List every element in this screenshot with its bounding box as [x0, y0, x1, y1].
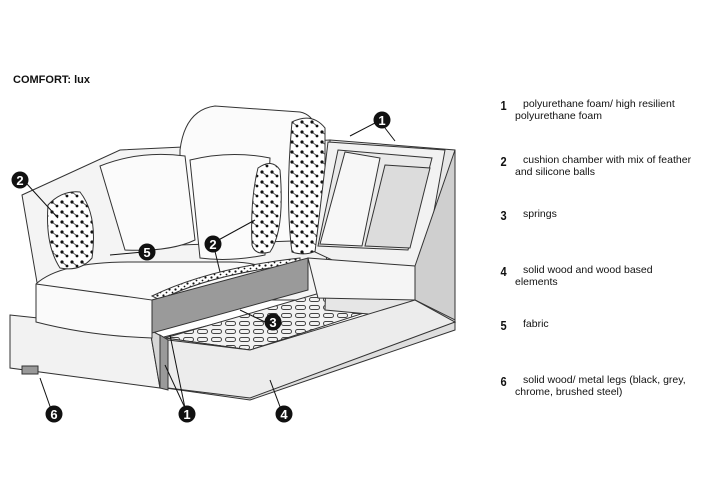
- legend-number: 5: [500, 318, 507, 333]
- legend-number: 1: [500, 98, 507, 113]
- legend-number: 4: [500, 264, 507, 279]
- legend-item-1: 1 polyurethane foam/ high resilient poly…: [500, 98, 695, 122]
- marker-2-left: 2: [11, 171, 29, 189]
- marker-5: 5: [138, 243, 156, 261]
- svg-text:4: 4: [280, 407, 288, 422]
- marker-2-center: 2: [204, 235, 222, 253]
- legend-item-4: 4 solid wood and wood based elements: [500, 264, 695, 288]
- marker-6: 6: [45, 405, 63, 423]
- marker-1-top: 1: [373, 111, 391, 129]
- legend-item-2: 2 cushion chamber with mix of feather an…: [500, 154, 695, 178]
- legend-text: solid wood and wood based elements: [515, 264, 653, 288]
- svg-text:6: 6: [50, 407, 57, 422]
- legend-number: 6: [500, 374, 507, 389]
- foam-patterned-parts: [47, 117, 326, 301]
- legend-text: solid wood/ metal legs (black, grey, chr…: [515, 374, 686, 398]
- legend-text: polyurethane foam/ high resilient polyur…: [515, 98, 675, 122]
- marker-1-bottom: 1: [178, 405, 196, 423]
- legend-text: cushion chamber with mix of feather and …: [515, 154, 692, 178]
- svg-text:1: 1: [378, 113, 385, 128]
- svg-text:3: 3: [269, 315, 276, 330]
- svg-text:5: 5: [143, 245, 150, 260]
- legend-text: fabric: [523, 318, 549, 330]
- marker-3: 3: [264, 313, 282, 331]
- marker-4: 4: [275, 405, 293, 423]
- legend-number: 2: [500, 154, 507, 169]
- svg-text:1: 1: [183, 407, 190, 422]
- legend-item-6: 6 solid wood/ metal legs (black, grey, c…: [500, 374, 695, 398]
- diagram-title: COMFORT: lux: [13, 74, 90, 86]
- legend-item-5: 5 fabric: [500, 318, 695, 333]
- frame-box: [159, 139, 457, 401]
- legend-number: 3: [500, 208, 507, 223]
- back-cushions: [99, 105, 321, 260]
- svg-text:2: 2: [16, 173, 23, 188]
- legend-item-3: 3 springs: [500, 208, 695, 223]
- svg-text:2: 2: [209, 237, 216, 252]
- legend-text: springs: [523, 208, 557, 220]
